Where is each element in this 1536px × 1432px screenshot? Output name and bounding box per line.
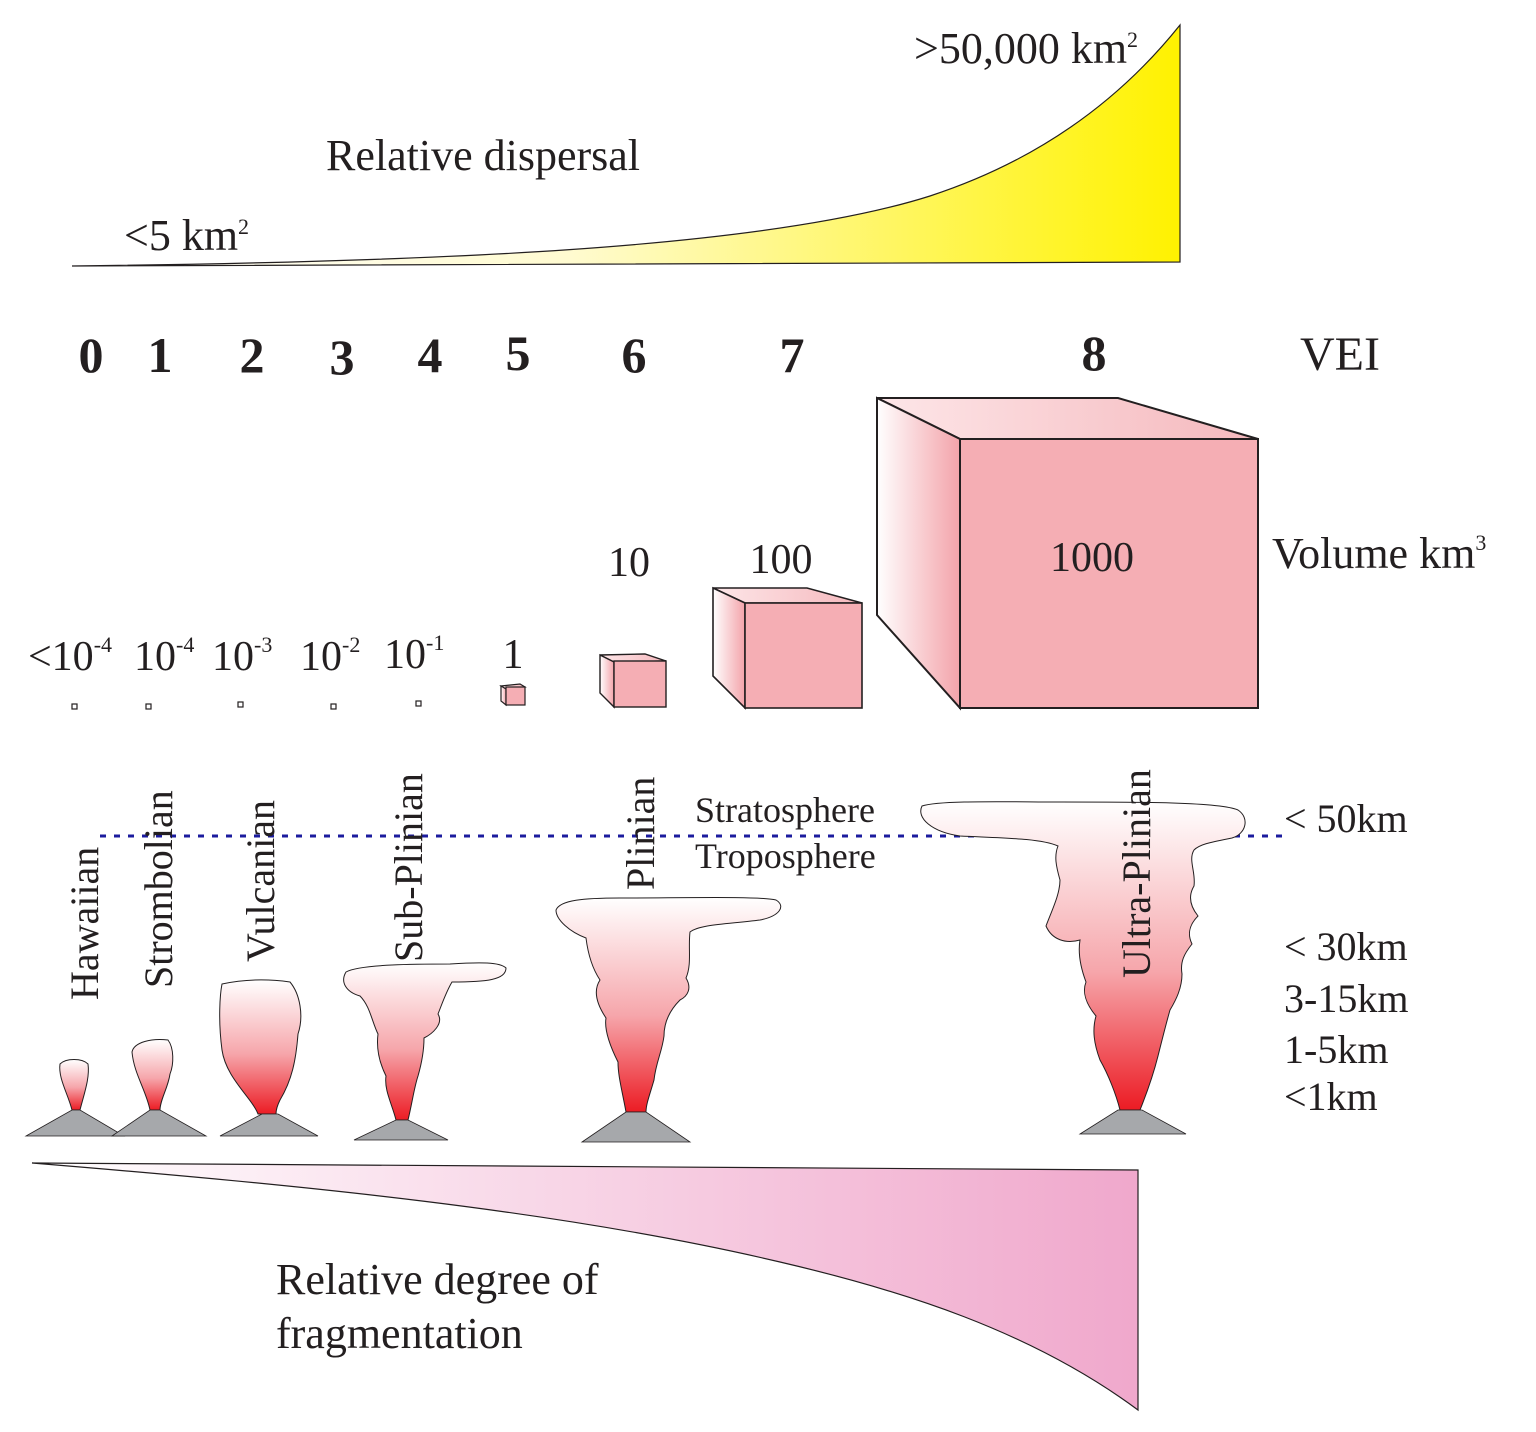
vei-level-0: 0 [79,327,104,383]
height-label-2: 3-15km [1284,976,1408,1021]
vei-scale: 0 1 2 3 4 5 6 7 8 VEI [79,325,1380,385]
eruption-label-vulcanian: Vulcanian [238,800,283,962]
cone-vulcanian [219,1113,319,1137]
eruption-label-hawaiian: Hawaiian [62,847,107,1000]
vei-level-7: 7 [780,327,805,383]
volume-axis-label: Volume km3 [1272,529,1486,578]
volume-label-vei-1: 10-4 [134,632,194,680]
volcano-cones [24,1109,1187,1143]
cube-vei-1 [145,703,152,710]
eruption-label-plinian: Plinian [618,777,663,890]
plume-sub-plinian [343,962,507,1121]
volume-label-vei-5: 1 [503,632,524,678]
vei-level-3: 3 [330,329,355,385]
height-label-4: <1km [1284,1074,1378,1119]
height-label-1: < 30km [1284,924,1408,969]
cone-hawaiian [24,1109,126,1137]
volume-label-vei-8-overlay: 1000 [1050,535,1134,581]
plume-vulcanian [219,979,302,1115]
vei-level-1: 1 [148,327,173,383]
vei-level-8: 8 [1082,325,1107,381]
plume-plinian [555,897,782,1113]
cone-sub-plinian [353,1119,449,1141]
vei-level-4: 4 [418,327,443,383]
volume-label-vei-4: 10-1 [384,630,444,678]
fragmentation-title-line-2: fragmentation [276,1309,523,1358]
height-label-3: 1-5km [1284,1027,1388,1072]
cone-strombolian [110,1109,208,1137]
volume-label-vei-2: 10-3 [212,632,272,680]
cone-plinian [580,1111,692,1143]
vei-level-2: 2 [240,327,265,383]
dispersal-max-label: >50,000 km2 [914,24,1138,73]
cone-ultra-plinian [1078,1109,1187,1135]
plume-strombolian [131,1039,174,1111]
volume-cubes [71,396,1259,711]
column-heights: < 50km < 30km 3-15km 1-5km <1km [1284,796,1408,1119]
cube-vei-0 [71,703,78,710]
stratosphere-label: Stratosphere [695,790,875,830]
volume-label-vei-0: <10-4 [28,632,112,680]
fragmentation-title-line-1: Relative degree of [276,1255,599,1304]
dispersal-wedge [71,23,1181,267]
eruption-label-strombolian: Strombolian [136,790,181,988]
height-label-0: < 50km [1284,796,1408,841]
cube-vei-6 [599,653,667,709]
volume-label-vei-7: 100 [750,537,813,583]
cube-vei-5 [499,683,527,707]
eruption-label-ultra-plinian: Ultra-Plinian [1114,769,1159,978]
eruption-label-sub-plinian: Sub-Plinian [386,773,431,962]
eruption-plumes [59,801,1246,1121]
vei-level-5: 5 [506,325,531,381]
cube-vei-7 [712,586,863,710]
eruption-type-labels: Hawaiian Strombolian Vulcanian Sub-Plini… [62,769,1159,1000]
volume-labels: <10-4 10-4 10-3 10-2 10-1 1 10 100 1000 … [28,529,1486,680]
cube-vei-8 [876,396,1259,711]
plume-hawaiian [59,1059,89,1111]
cube-vei-4 [415,700,422,707]
cube-vei-2 [237,701,244,708]
vei-level-6: 6 [622,327,647,383]
troposphere-label: Troposphere [695,836,876,876]
plume-ultra-plinian [920,801,1246,1111]
vei-axis-label: VEI [1300,328,1380,381]
dispersal-min-label: <5 km2 [124,211,249,260]
fragmentation-wedge [31,1162,1139,1412]
volume-label-vei-6: 10 [608,540,650,586]
dispersal-title: Relative dispersal [326,131,640,180]
cube-vei-3 [330,703,337,710]
volume-label-vei-3: 10-2 [300,632,360,680]
